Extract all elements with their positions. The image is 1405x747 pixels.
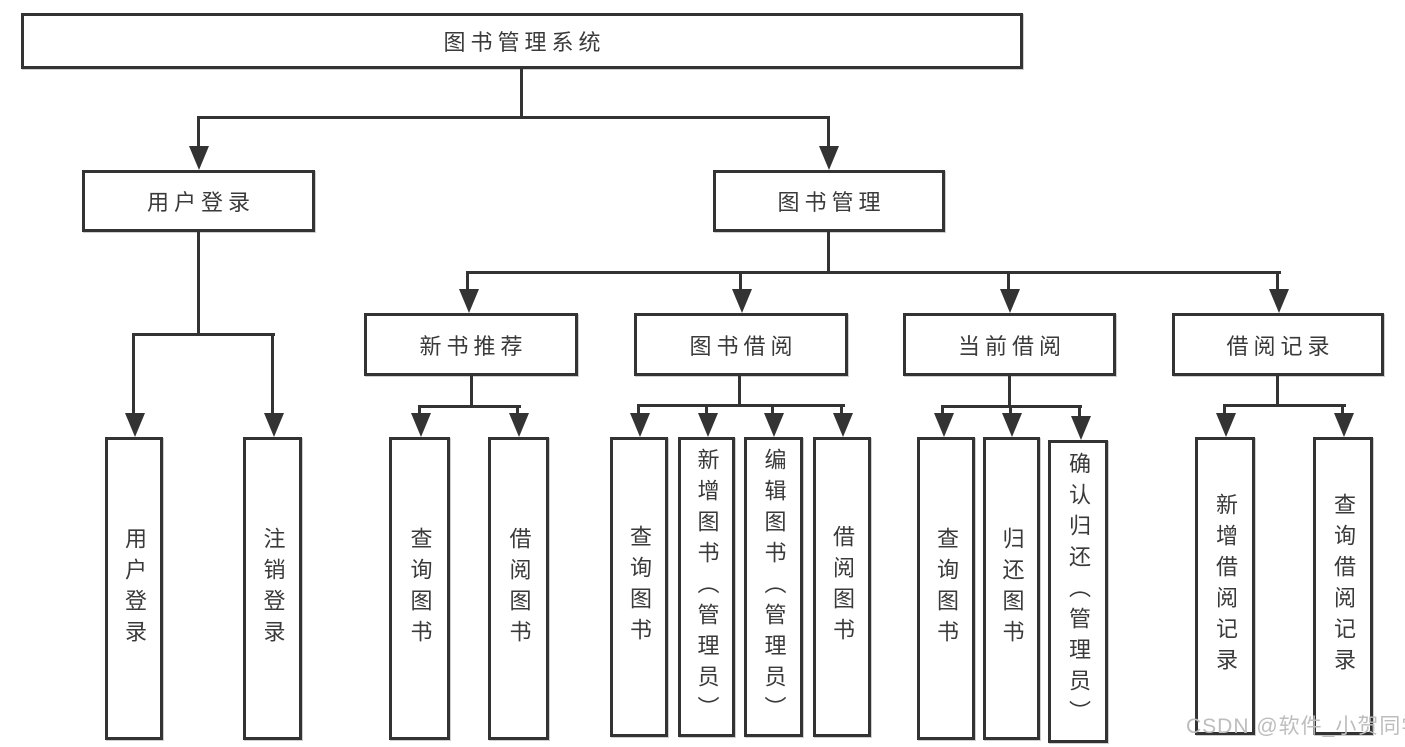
connector-hline xyxy=(132,333,275,336)
leaf-query-borrow-record: 查询借阅记录 xyxy=(1313,437,1373,735)
leaf-label: 借阅图书 xyxy=(830,525,855,649)
connector-vline xyxy=(637,404,640,417)
node-borrowing-records: 借阅记录 xyxy=(1172,313,1384,376)
connector-vline xyxy=(197,116,200,150)
node-label: 图书借阅 xyxy=(689,333,798,359)
arrowhead-down-icon xyxy=(833,413,853,437)
connector-hline xyxy=(418,405,521,408)
leaf-query-books: 查询图书 xyxy=(610,437,668,737)
arrowhead-down-icon xyxy=(934,413,954,437)
connector-vline xyxy=(197,232,200,335)
connector-vline xyxy=(1341,404,1344,417)
connector-vline xyxy=(1007,271,1010,293)
connector-hline xyxy=(197,116,830,119)
connector-vline xyxy=(738,376,741,407)
leaf-label: 确认归还（管理员） xyxy=(1066,452,1091,731)
arrowhead-down-icon xyxy=(264,413,284,437)
node-new-book-recommendation: 新书推荐 xyxy=(364,313,578,376)
connector-vline xyxy=(739,271,742,293)
connector-vline xyxy=(705,404,708,417)
leaf-add-borrow-record: 新增借阅记录 xyxy=(1195,437,1255,735)
connector-vline xyxy=(1009,405,1012,418)
leaf-query-books: 查询图书 xyxy=(917,437,975,740)
node-current-borrowing: 当前借阅 xyxy=(903,313,1116,376)
arrowhead-down-icon xyxy=(819,146,839,170)
leaf-logout: 注销登录 xyxy=(243,437,302,740)
leaf-add-books-admin: 新增图书（管理员） xyxy=(678,437,735,737)
arrowhead-down-icon xyxy=(189,146,209,170)
arrowhead-down-icon xyxy=(1002,413,1022,437)
connector-vline xyxy=(520,69,523,118)
connector-vline xyxy=(466,271,469,293)
connector-vline xyxy=(132,333,135,415)
leaf-label: 查询图书 xyxy=(627,525,652,649)
leaf-query-books: 查询图书 xyxy=(389,437,450,740)
leaf-label: 注销登录 xyxy=(260,526,286,651)
leaf-label: 查询图书 xyxy=(934,526,959,651)
connector-vline xyxy=(418,405,421,418)
leaf-label: 编辑图书（管理员） xyxy=(761,447,787,727)
node-label: 新书推荐 xyxy=(419,333,528,359)
leaf-user-login: 用户登录 xyxy=(105,437,163,740)
node-book-borrowing: 图书借阅 xyxy=(634,313,848,376)
arrowhead-down-icon xyxy=(459,289,479,313)
leaf-label: 用户登录 xyxy=(122,526,147,651)
connector-vline xyxy=(1078,405,1081,418)
leaf-return-books: 归还图书 xyxy=(983,437,1040,740)
node-label: 当前借阅 xyxy=(957,333,1066,359)
connector-vline xyxy=(271,333,274,415)
arrowhead-down-icon xyxy=(509,413,529,437)
connector-hline xyxy=(1223,404,1346,407)
leaf-borrow-books: 借阅图书 xyxy=(488,437,549,740)
arrowhead-down-icon xyxy=(764,413,784,437)
node-label: 图书管理 xyxy=(777,190,886,215)
connector-vline xyxy=(516,405,519,418)
leaf-confirm-return-admin: 确认归还（管理员） xyxy=(1048,440,1108,743)
node-label: 借阅记录 xyxy=(1226,333,1335,359)
node-user-login: 用户登录 xyxy=(82,170,315,232)
connector-vline xyxy=(1276,271,1279,293)
leaf-label: 查询借阅记录 xyxy=(1331,493,1356,679)
connector-vline xyxy=(1223,404,1226,417)
connector-vline xyxy=(771,404,774,417)
arrowhead-down-icon xyxy=(1000,289,1020,313)
arrowhead-down-icon xyxy=(1269,289,1289,313)
connector-vline xyxy=(840,404,843,417)
watermark: CSDN @软件_小贺同学 xyxy=(1186,715,1405,738)
arrowhead-down-icon xyxy=(1071,416,1091,440)
connector-vline xyxy=(827,116,830,150)
arrowhead-down-icon xyxy=(698,413,718,437)
node-book-management: 图书管理 xyxy=(713,170,945,232)
connector-vline xyxy=(1008,376,1011,407)
leaf-edit-books-admin: 编辑图书（管理员） xyxy=(744,437,803,737)
leaf-label: 新增借阅记录 xyxy=(1213,493,1238,679)
connector-vline xyxy=(827,232,830,273)
node-library-management-system: 图书管理系统 xyxy=(21,13,1023,69)
arrowhead-down-icon xyxy=(630,413,650,437)
leaf-label: 归还图书 xyxy=(999,526,1025,651)
connector-vline xyxy=(941,405,944,418)
connector-vline xyxy=(1276,376,1279,407)
node-label: 图书管理系统 xyxy=(443,30,606,55)
arrowhead-down-icon xyxy=(732,289,752,313)
connector-hline xyxy=(637,404,845,407)
leaf-label: 借阅图书 xyxy=(506,526,532,651)
leaf-label: 新增图书（管理员） xyxy=(694,447,720,727)
arrowhead-down-icon xyxy=(125,413,145,437)
arrowhead-down-icon xyxy=(1334,413,1354,437)
node-label: 用户登录 xyxy=(146,190,255,215)
arrowhead-down-icon xyxy=(411,413,431,437)
connector-hline xyxy=(466,271,1281,274)
leaf-borrow-books: 借阅图书 xyxy=(813,437,871,737)
connector-vline xyxy=(470,376,473,407)
leaf-label: 查询图书 xyxy=(407,526,433,651)
arrowhead-down-icon xyxy=(1216,413,1236,437)
